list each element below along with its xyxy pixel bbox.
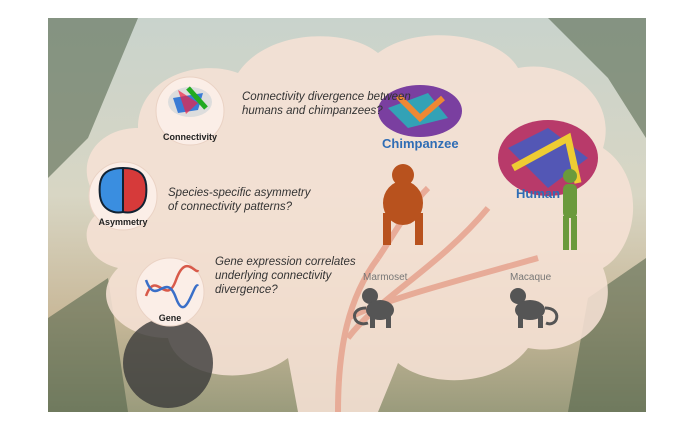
graphical-abstract: Connectivity Connectivity divergence bet… — [48, 18, 646, 412]
chimpanzee-label: Chimpanzee — [382, 136, 459, 151]
chimp-brain — [378, 85, 462, 137]
gene-label: Gene — [158, 313, 182, 323]
connectivity-question: Connectivity divergence between humans a… — [242, 91, 411, 117]
marmoset-label: Marmoset — [363, 272, 408, 283]
connectivity-brain-icon — [168, 86, 212, 117]
macaque-label: Macaque — [510, 272, 552, 283]
icons-layer — [88, 76, 598, 328]
human-label: Human — [516, 186, 561, 201]
gorilla-silhouette — [123, 318, 213, 408]
gene-question: Gene expression correlates underlying co… — [215, 256, 356, 296]
savanna-trees — [48, 18, 646, 412]
connectivity-label: Connectivity — [162, 132, 217, 142]
background-illustration — [48, 18, 646, 412]
asymmetry-question: Species-specific asymmetry of connectivi… — [168, 187, 311, 213]
human-brain — [498, 120, 598, 196]
dna-icon — [144, 264, 200, 309]
chimpanzee-silhouette — [383, 164, 423, 245]
brain-cloud — [86, 35, 634, 412]
asymmetry-label: Asymmetry — [98, 217, 148, 227]
macaque-silhouette — [510, 288, 559, 328]
marmoset-silhouette — [353, 288, 394, 328]
human-silhouette — [563, 169, 577, 250]
asymmetry-brain-icon — [98, 166, 148, 214]
